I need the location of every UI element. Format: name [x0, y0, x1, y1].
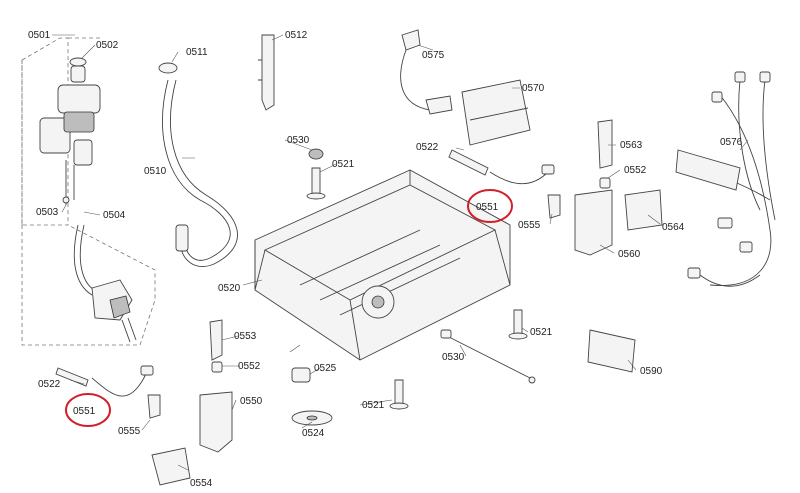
plug-0575: [401, 29, 421, 51]
drain-hose: [162, 79, 231, 261]
bracket-0560: [574, 189, 613, 256]
drain-hose-edge: [170, 79, 238, 267]
label-0521-right: 0521: [530, 327, 553, 338]
hose-bracket: [261, 34, 275, 111]
label-0520: 0520: [218, 283, 241, 294]
hose-end-fitting: [91, 279, 137, 343]
bracket-0564: [624, 189, 663, 231]
cord-0575: [400, 49, 431, 111]
spring-0522-top: [448, 149, 489, 176]
base-frame: [254, 169, 511, 361]
drain-hose-end: [175, 224, 189, 252]
label-0503: 0503: [36, 207, 59, 218]
label-0524: 0524: [302, 428, 325, 439]
label-0521-top: 0521: [332, 159, 355, 170]
inlet-hose: [73, 224, 93, 296]
bracket-0550: [199, 391, 233, 453]
screw-0521-bottom: [389, 379, 409, 410]
label-0550: 0550: [240, 396, 263, 407]
label-0525: 0525: [314, 363, 337, 374]
spring-0522-left: [55, 367, 89, 387]
label-0501: 0501: [28, 30, 51, 41]
group-outline-0501: [21, 37, 69, 226]
label-0564: 0564: [662, 222, 685, 233]
label-0555-top: 0555: [518, 220, 541, 231]
label-0511: 0511: [186, 47, 208, 58]
screw-0521-top: [306, 167, 326, 200]
part-0525: [291, 367, 311, 383]
highlight-circle-0551-left: [65, 393, 111, 427]
label-0576: 0576: [720, 137, 743, 148]
hose-clamp: [158, 62, 178, 74]
cable-0551-top: [489, 171, 549, 185]
wiring-harness-0576: [675, 71, 776, 287]
label-0551-top: 0551: [476, 202, 499, 213]
screw-0521-right: [508, 309, 528, 340]
panel-0590: [587, 329, 636, 373]
part-0552-right: [599, 177, 611, 189]
label-0590: 0590: [640, 366, 663, 377]
label-0510: 0510: [144, 166, 167, 177]
label-0552-right: 0552: [624, 165, 647, 176]
label-0521-bottom: 0521: [362, 400, 385, 411]
highlight-circle-0551-top: [467, 189, 513, 223]
label-0512: 0512: [285, 30, 308, 41]
bracket-0553: [209, 319, 223, 361]
bracket-0554: [151, 447, 191, 486]
label-0502: 0502: [96, 40, 119, 51]
label-0530-top: 0530: [287, 135, 310, 146]
group-outline-top: [21, 37, 100, 225]
water-valve-assembly: [39, 57, 101, 205]
label-0504: 0504: [103, 210, 126, 221]
clip-0555-left: [147, 394, 161, 419]
label-0522-top: 0522: [416, 142, 439, 153]
part-0552-left: [211, 361, 223, 373]
module-0570: [461, 79, 531, 146]
label-0530-bottom: 0530: [442, 352, 465, 363]
label-0552-left: 0552: [238, 361, 261, 372]
cable-0551-left: [91, 373, 147, 397]
clip-0555-top: [547, 194, 561, 219]
rod-0530: [444, 334, 531, 379]
label-0553: 0553: [234, 331, 257, 342]
group-outline-0504: [21, 224, 156, 346]
bracket-0563: [597, 119, 613, 169]
label-0551-left: 0551: [73, 406, 96, 417]
label-0560: 0560: [618, 249, 641, 260]
float-0530: [308, 148, 324, 160]
label-0563: 0563: [620, 140, 643, 151]
inlet-hose-edge: [79, 224, 99, 293]
label-0555-left: 0555: [118, 426, 141, 437]
label-0554: 0554: [190, 478, 213, 489]
label-0522-left: 0522: [38, 379, 61, 390]
label-0575: 0575: [422, 50, 445, 61]
label-0570: 0570: [522, 83, 545, 94]
